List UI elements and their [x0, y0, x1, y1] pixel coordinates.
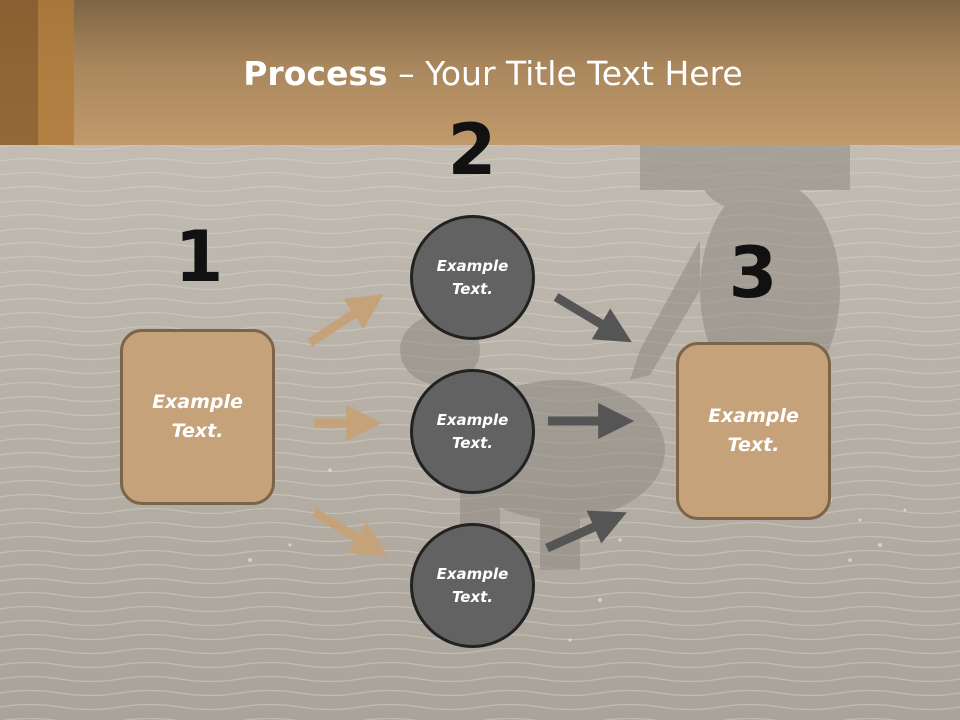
title-bold: Process	[243, 54, 388, 93]
title-rest: – Your Title Text Here	[387, 54, 743, 93]
title-bar	[0, 0, 960, 145]
header-accent-bar	[0, 0, 38, 145]
arrow-gray-down	[553, 293, 632, 343]
step-circle-1-text: Example Text.	[436, 256, 509, 298]
step-circle-2: Example Text.	[410, 369, 535, 494]
arrow-tan-up	[307, 294, 384, 347]
step-number-1: 1	[174, 216, 224, 298]
step-circle-2-text: Example Text.	[436, 410, 509, 452]
slide-title: Process – Your Title Text Here	[0, 52, 960, 96]
step-box-right-text: Example Text.	[708, 405, 799, 456]
arrow-tan-down	[311, 508, 388, 557]
step-box-left-text: Example Text.	[152, 391, 243, 442]
step-box-left: Example Text.	[120, 329, 275, 505]
step-circle-3: Example Text.	[410, 523, 535, 648]
step-circle-3-text: Example Text.	[436, 564, 509, 606]
header-accent-bar	[38, 0, 74, 145]
step-box-right: Example Text.	[676, 342, 831, 520]
step-circle-1: Example Text.	[410, 215, 535, 340]
step-number-3: 3	[728, 232, 778, 314]
arrow-gray-up	[545, 510, 627, 553]
step-number-2: 2	[447, 109, 497, 191]
